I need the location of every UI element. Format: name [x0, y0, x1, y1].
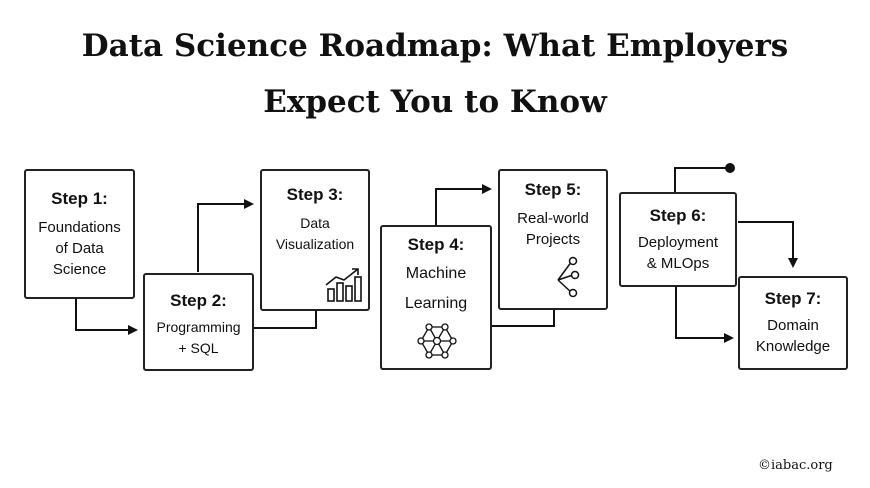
step-5-box: Step 5: Real-world Projects — [498, 169, 608, 310]
step-2-desc-line-2: + SQL — [178, 340, 219, 356]
page-title-line-2: Expect You to Know — [263, 84, 607, 120]
step-4-box: Step 4: Machine Learning — [380, 225, 492, 370]
step-7-label: Step 7: — [764, 289, 822, 308]
step-6-box: Step 6: Deployment & MLOps — [619, 192, 737, 287]
bar-chart-trend-icon — [325, 268, 362, 302]
arrow-step6-bottom-to-step7 — [675, 286, 734, 343]
arrow-step2-to-step3 — [197, 199, 254, 272]
step-4-label: Step 4: — [407, 235, 465, 254]
arrow-step6-to-step7 — [738, 221, 798, 268]
step-6-label: Step 6: — [649, 206, 707, 225]
step-3-desc-line-2: Visualization — [275, 236, 355, 252]
step-1-desc-line-2: of Data — [55, 240, 104, 257]
step-1-desc-line-1: Foundations — [38, 219, 121, 236]
step-2-box: Step 2: Programming + SQL — [143, 273, 254, 371]
step-4-desc-line-1: Machine — [405, 265, 467, 282]
step-5-label: Step 5: — [524, 180, 582, 199]
step-7-desc-line-1: Domain — [767, 317, 819, 334]
page-title-line-1: Data Science Roadmap: What Employers — [81, 28, 789, 64]
step-3-desc-line-1: Data — [300, 215, 330, 231]
step-6-desc-line-1: Deployment — [637, 234, 719, 251]
step-5-desc-line-1: Real-world — [517, 210, 589, 227]
arrow-step1-to-step2 — [75, 298, 138, 335]
step-3-label: Step 3: — [286, 185, 344, 204]
step-2-label: Step 2: — [170, 291, 227, 310]
step-4-desc-line-2: Learning — [404, 295, 468, 312]
step-7-box: Step 7: Domain Knowledge — [738, 276, 848, 370]
step-1-desc-line-3: Science — [52, 261, 107, 278]
step-5-desc-line-2: Projects — [525, 231, 581, 248]
branch-nodes-icon — [557, 256, 580, 298]
step-1-box: Step 1: Foundations of Data Science — [24, 169, 135, 299]
copyright-text: ©iabac.org — [758, 458, 833, 473]
step-3-box: Step 3: Data Visualization — [260, 169, 370, 311]
connector-dot-step6 — [725, 163, 735, 173]
step-6-desc-line-2: & MLOps — [646, 255, 710, 272]
arrow-step4-to-step5 — [435, 184, 492, 225]
step-2-desc-line-1: Programming — [156, 319, 241, 335]
line-step6-top — [674, 167, 730, 192]
step-1-label: Step 1: — [51, 189, 108, 208]
neural-network-icon — [417, 323, 457, 359]
step-7-desc-line-2: Knowledge — [755, 338, 831, 355]
